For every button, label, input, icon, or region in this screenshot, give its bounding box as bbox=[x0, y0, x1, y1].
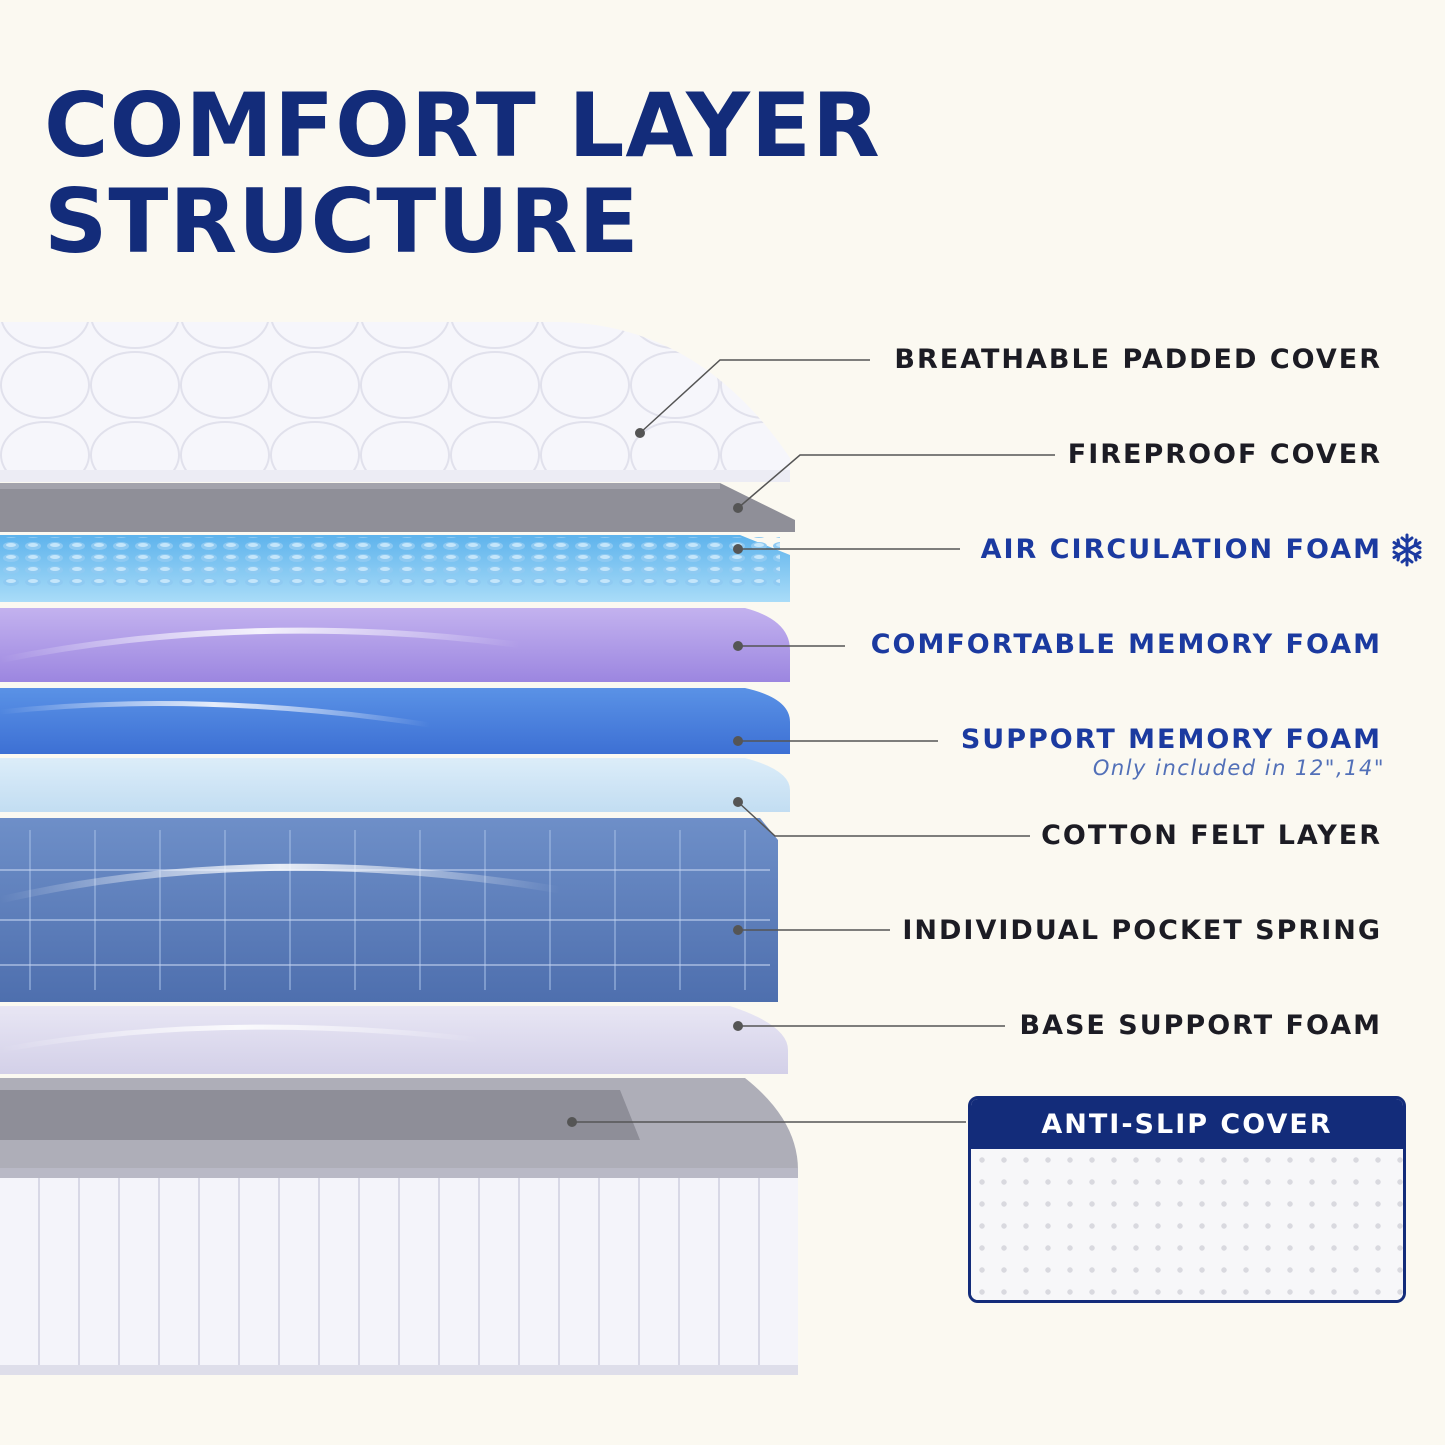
label-fireproof-cover: FIREPROOF COVER bbox=[1067, 439, 1382, 470]
mattress-base bbox=[0, 1078, 798, 1375]
title-line-1: COMFORT LAYER bbox=[44, 74, 881, 177]
anti-slip-cover-card: ANTI-SLIP COVER bbox=[968, 1096, 1406, 1303]
label-individual-pocket-spring: INDIVIDUAL POCKET SPRING bbox=[902, 915, 1382, 946]
comfortable-memory-foam-layer bbox=[0, 608, 790, 682]
title-line-2: STRUCTURE bbox=[44, 170, 640, 273]
cotton-felt-layer bbox=[0, 758, 790, 812]
label-support-memory-foam: SUPPORT MEMORY FOAM bbox=[960, 724, 1382, 755]
page-title: COMFORT LAYER STRUCTURE bbox=[44, 78, 881, 270]
label-comfortable-memory-foam: COMFORTABLE MEMORY FOAM bbox=[870, 629, 1382, 660]
base-support-foam-layer bbox=[0, 1006, 788, 1074]
air-circulation-foam-layer bbox=[0, 535, 790, 602]
support-memory-foam-layer bbox=[0, 688, 790, 754]
support-foam-note: Only included in 12",14" bbox=[1092, 756, 1385, 780]
label-base-support-foam: BASE SUPPORT FOAM bbox=[1019, 1010, 1382, 1041]
anti-slip-fabric-swatch bbox=[971, 1149, 1403, 1300]
pocket-spring-layer bbox=[0, 818, 778, 1002]
padded-cover-layer bbox=[0, 322, 790, 482]
fireproof-cover-layer bbox=[0, 483, 795, 532]
anti-slip-cover-label: ANTI-SLIP COVER bbox=[971, 1099, 1403, 1149]
leader-lines bbox=[572, 359, 1055, 1123]
leader-dots bbox=[567, 428, 743, 1127]
snowflake-icon bbox=[1392, 533, 1422, 567]
label-air-circulation-foam: AIR CIRCULATION FOAM bbox=[980, 534, 1382, 565]
label-breathable-padded-cover: BREATHABLE PADDED COVER bbox=[894, 344, 1382, 375]
label-cotton-felt-layer: COTTON FELT LAYER bbox=[1041, 820, 1382, 851]
